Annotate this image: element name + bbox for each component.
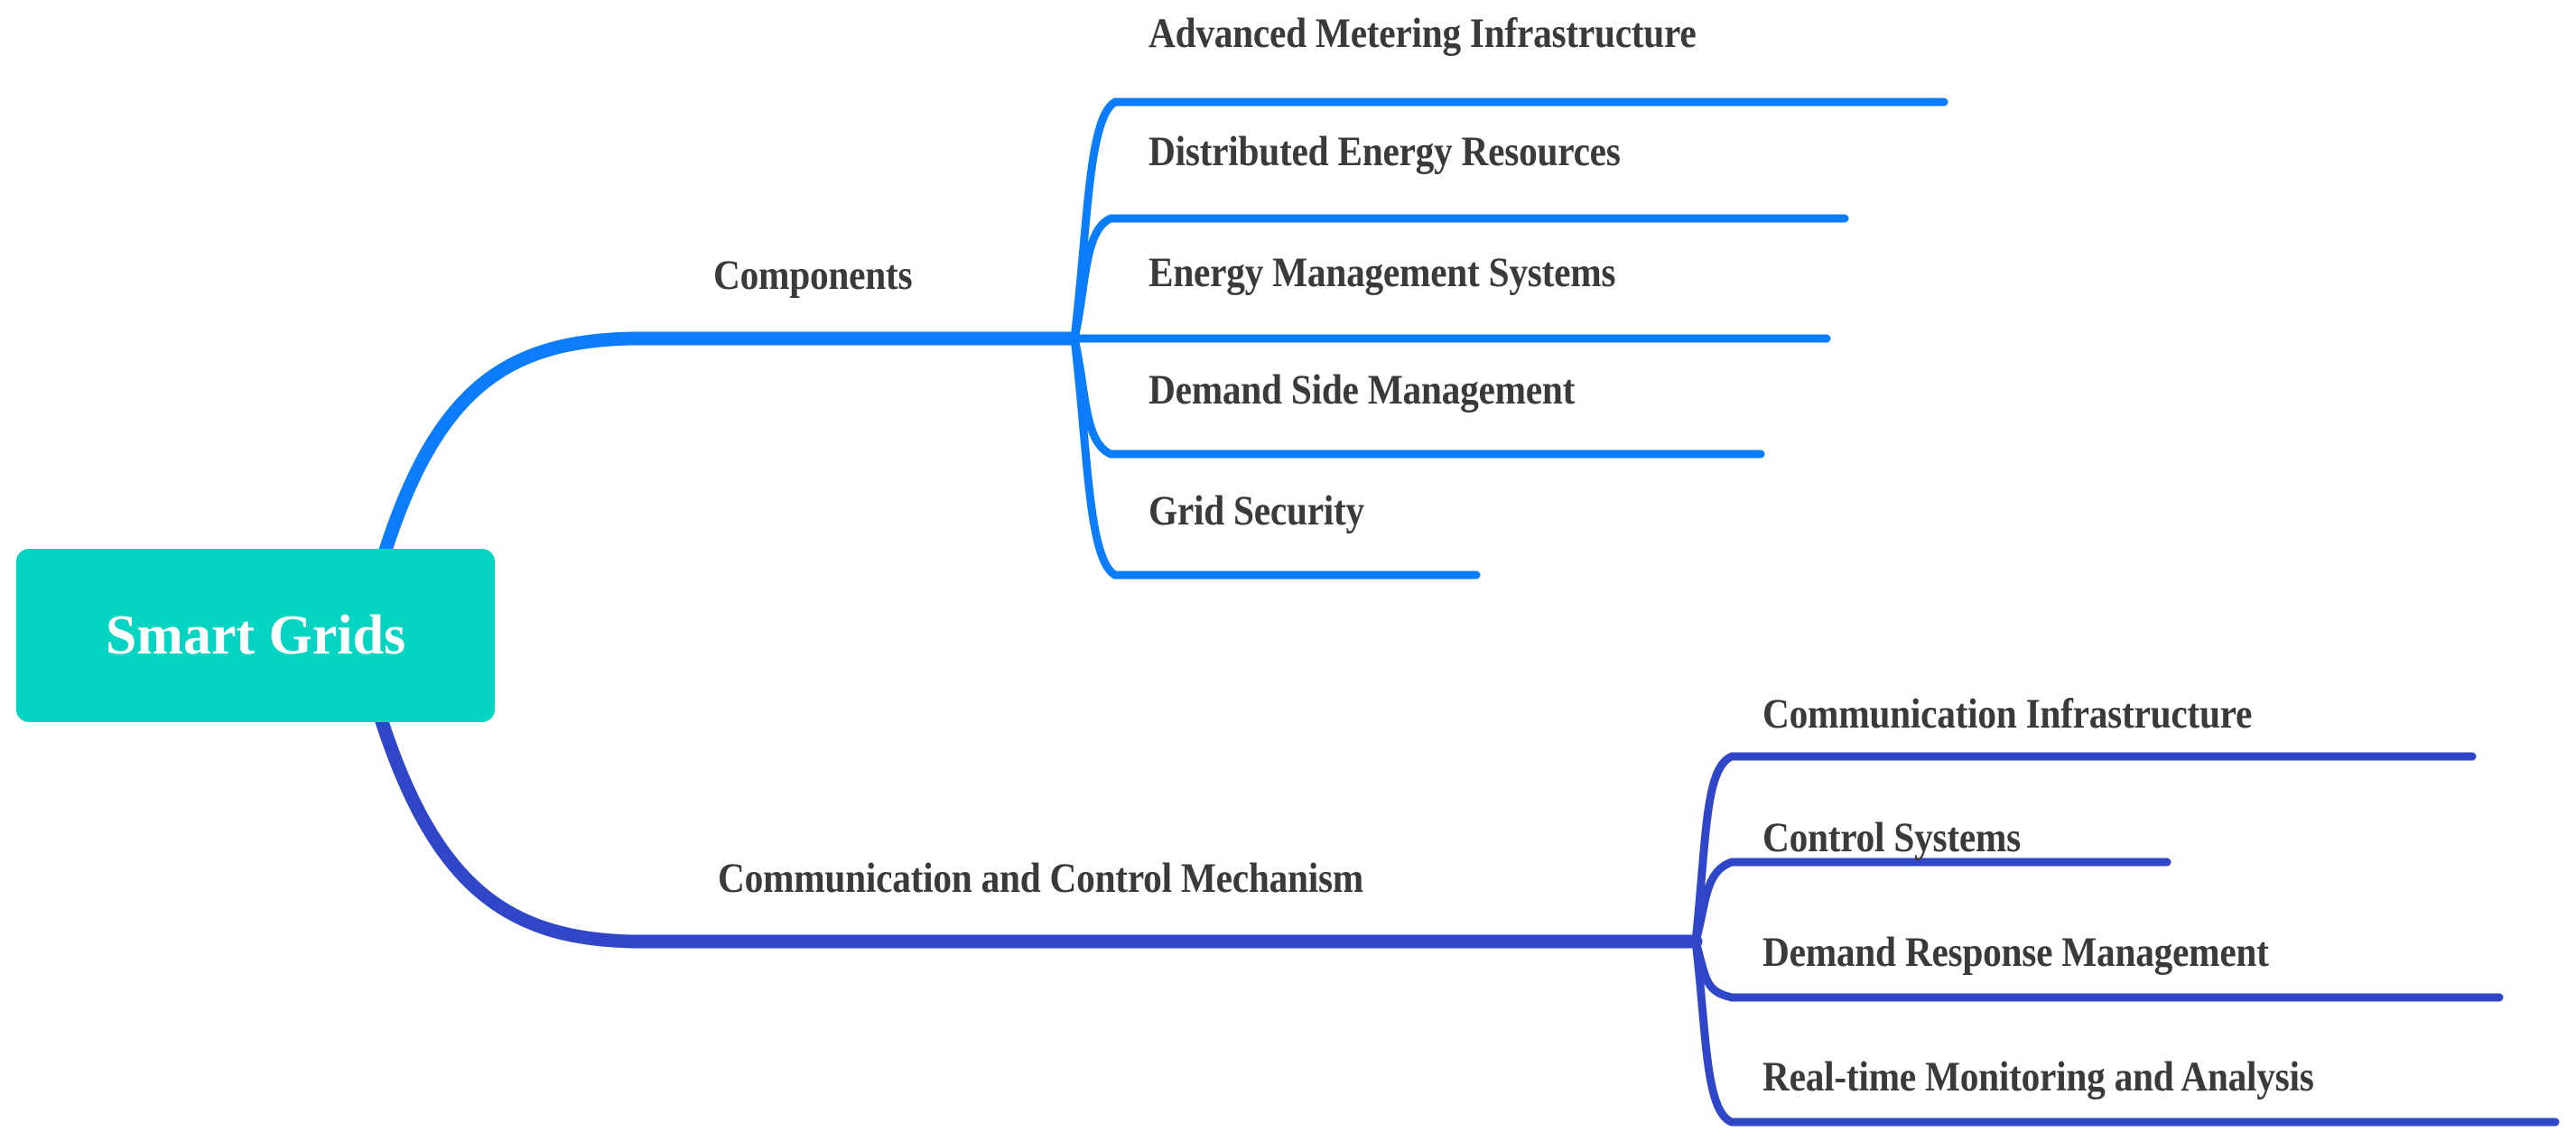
root-node[interactable]: Smart Grids [16, 549, 495, 722]
child-label-control-systems[interactable]: Control Systems [1762, 814, 2021, 861]
child-label-demand-response-management[interactable]: Demand Response Management [1762, 929, 2269, 976]
edge-communication-to-child-1 [1691, 752, 2477, 946]
root-node-label: Smart Grids [105, 605, 406, 666]
child-label-demand-side-management[interactable]: Demand Side Management [1149, 366, 1576, 413]
edge-components-to-child-2 [1070, 214, 1849, 343]
branch-label-components[interactable]: Components [713, 252, 913, 299]
edge-communication-to-child-2 [1691, 858, 2171, 946]
edge-components-to-child-5 [1070, 334, 1481, 580]
child-label-communication-infrastructure[interactable]: Communication Infrastructure [1762, 691, 2253, 737]
child-label-energy-management-systems[interactable]: Energy Management Systems [1149, 249, 1616, 296]
child-label-grid-security[interactable]: Grid Security [1149, 487, 1364, 534]
edge-communication-to-child-4 [1691, 937, 2560, 1127]
child-label-real-time-monitoring-and-analysis[interactable]: Real-time Monitoring and Analysis [1762, 1053, 2314, 1100]
edge-root-to-components [372, 331, 1082, 578]
child-label-distributed-energy-resources[interactable]: Distributed Energy Resources [1149, 128, 1621, 175]
edge-root-to-communication [372, 706, 1703, 949]
child-label-advanced-metering-infrastructure[interactable]: Advanced Metering Infrastructure [1149, 10, 1697, 57]
branch-label-communication-and-control-mechanism[interactable]: Communication and Control Mechanism [718, 855, 1363, 902]
